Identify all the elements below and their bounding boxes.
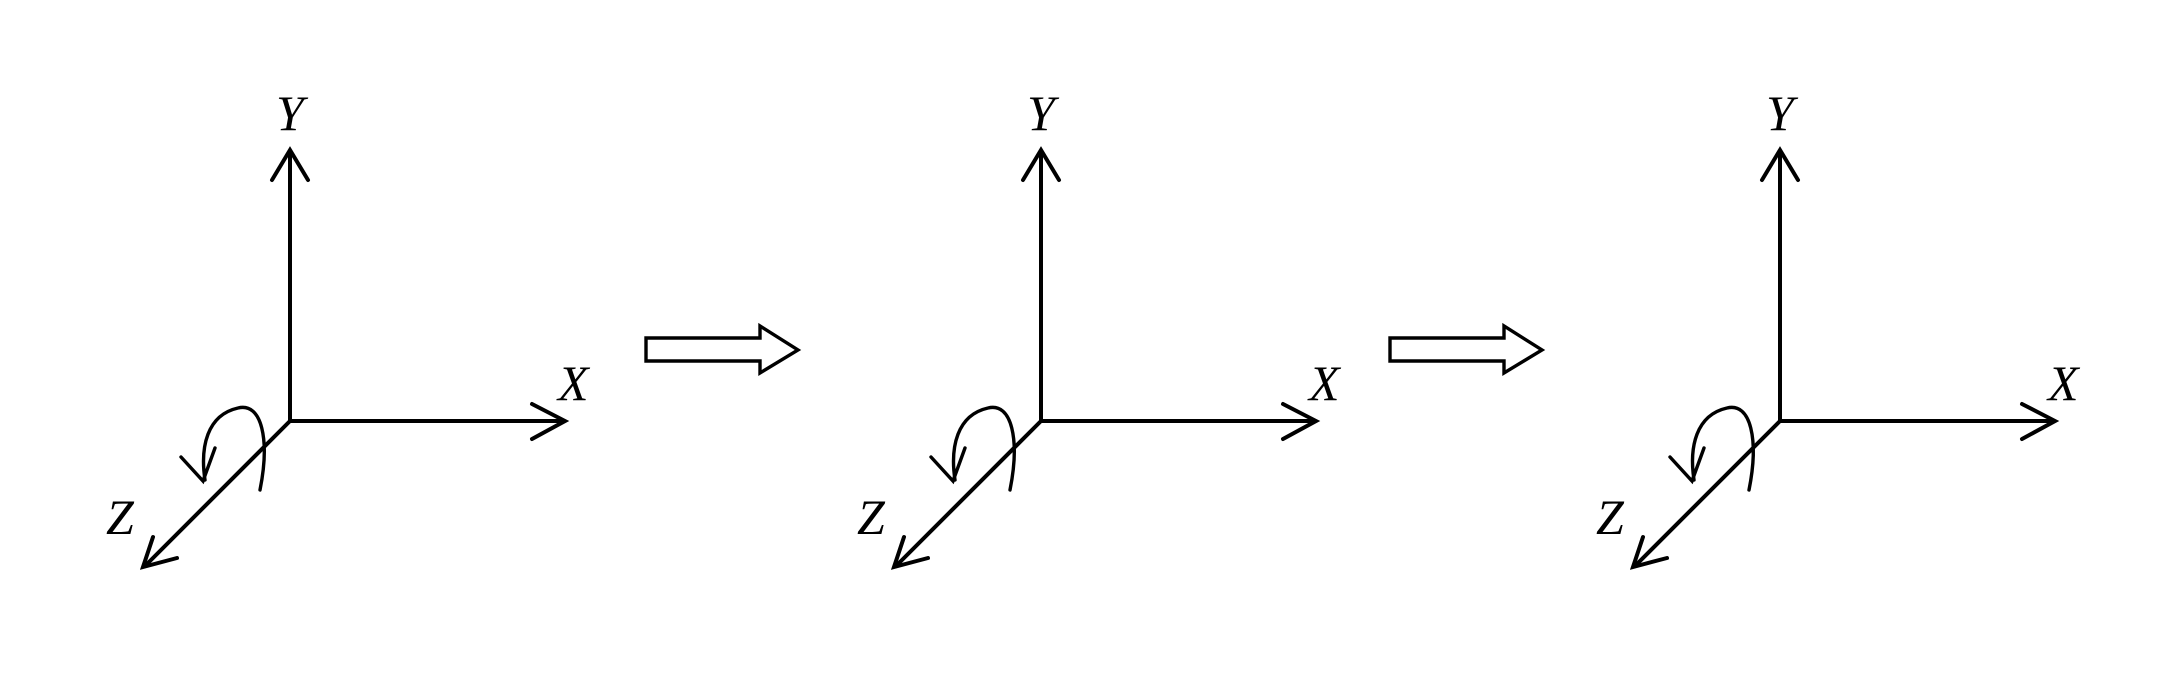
- x-axis: [288, 402, 570, 441]
- y-axis-label: Y: [276, 85, 309, 141]
- x-axis-label: X: [2046, 355, 2081, 411]
- z-axis-label: Z: [106, 489, 135, 545]
- y-axis-label: Y: [1766, 85, 1799, 141]
- hollow-right-arrow-icon: [644, 322, 802, 377]
- y-arrowhead-icon: [270, 146, 310, 182]
- x-arrowhead-icon: [2020, 402, 2060, 441]
- hollow-right-arrow-icon: [1388, 322, 1546, 377]
- rotation-arrow-icon: [929, 405, 1016, 492]
- x-arrowhead-icon: [1281, 402, 1321, 441]
- z-axis-label: Z: [1596, 489, 1625, 545]
- transition-arrow-1: [644, 322, 802, 377]
- y-arrowhead-icon: [1760, 146, 1800, 182]
- y-arrowhead-icon: [1021, 146, 1061, 182]
- x-axis: [1778, 402, 2060, 441]
- y-axis-label: Y: [1027, 85, 1060, 141]
- z-axis: [890, 419, 1043, 570]
- y-axis: [1021, 146, 1061, 422]
- z-arrowhead-icon: [139, 535, 179, 570]
- z-arrowhead-icon: [1629, 535, 1669, 570]
- rotation-arrow-icon: [179, 405, 266, 492]
- y-axis: [1760, 146, 1800, 422]
- z-axis: [1629, 419, 1782, 570]
- y-axis: [270, 146, 310, 422]
- z-arrowhead-icon: [890, 535, 930, 570]
- x-axis: [1039, 402, 1321, 441]
- transition-arrow-2: [1388, 322, 1546, 377]
- rotation-arrow-icon: [1668, 405, 1755, 492]
- coordinate-frame-3: Y X Z: [1596, 85, 2081, 570]
- z-axis: [139, 419, 292, 570]
- x-arrowhead-icon: [530, 402, 570, 441]
- coordinate-frame-1: Y X Z: [106, 85, 591, 570]
- x-axis-label: X: [556, 355, 591, 411]
- coordinate-frame-2: Y X Z: [857, 85, 1342, 570]
- z-axis-label: Z: [857, 489, 886, 545]
- x-axis-label: X: [1307, 355, 1342, 411]
